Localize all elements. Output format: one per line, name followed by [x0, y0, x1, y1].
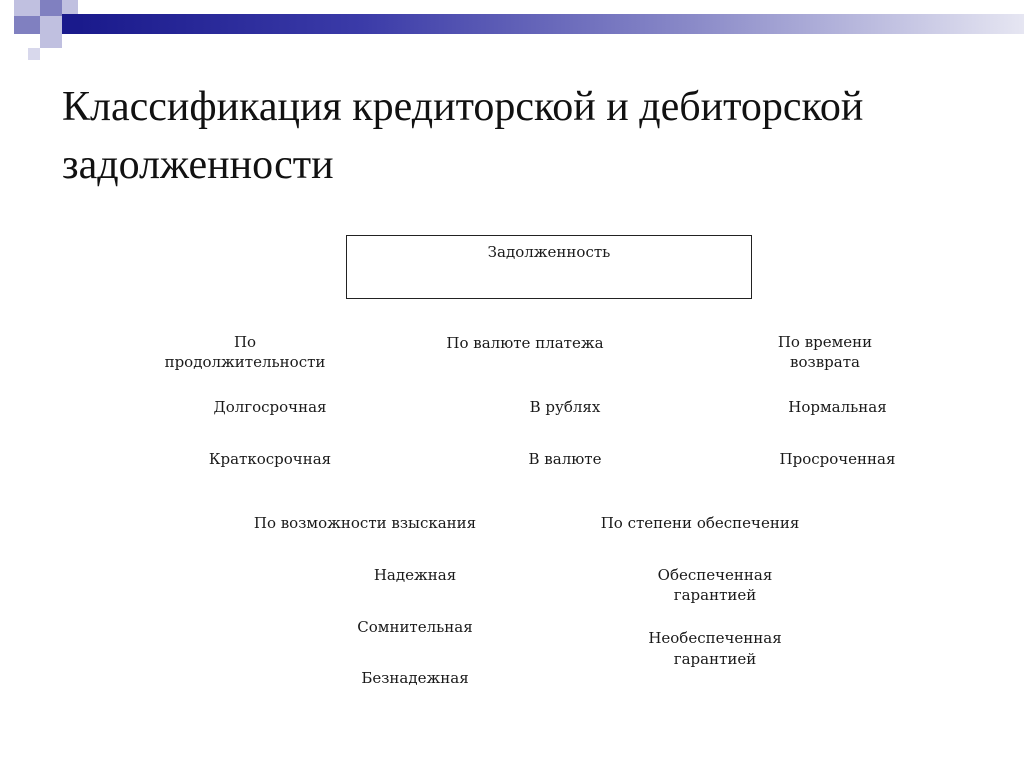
root-node-label: Задолженность: [487, 243, 611, 261]
root-node-box: Задолженность: [346, 235, 752, 299]
item-reliable: Надежная: [373, 566, 457, 584]
slide-title: Классификация кредиторской и дебиторской…: [62, 84, 864, 188]
header-band: [78, 14, 1024, 34]
item-long-term: Долгосрочная: [213, 398, 327, 416]
decorative-square: [40, 34, 62, 48]
group-heading-currency: По валюте платежа: [446, 334, 604, 352]
item-normal: Нормальная: [788, 398, 887, 416]
item-rubles: В рублях: [529, 398, 601, 416]
decorative-square: [40, 0, 62, 16]
item-secured-line1: Обеспеченная: [657, 566, 773, 584]
decorative-square: [14, 16, 40, 34]
item-unsecured-line2: гарантией: [673, 650, 757, 668]
decorative-square: [62, 14, 78, 34]
group-heading-collectability: По возможности взыскания: [253, 514, 477, 532]
item-doubtful: Сомнительная: [357, 618, 473, 636]
item-hopeless: Безнадежная: [361, 669, 469, 687]
item-short-term: Краткосрочная: [208, 450, 332, 468]
decorative-square: [62, 0, 78, 14]
item-unsecured-line1: Необеспеченная: [648, 629, 782, 647]
decorative-square: [28, 48, 40, 60]
item-secured-line2: гарантией: [673, 586, 757, 604]
item-foreign-currency: В валюте: [528, 450, 602, 468]
group-heading-duration-line2: продолжительности: [164, 353, 326, 371]
item-overdue: Просроченная: [779, 450, 896, 468]
decorative-square: [40, 16, 62, 34]
group-heading-duration-line1: По: [233, 333, 257, 351]
decorative-square: [14, 0, 40, 16]
group-heading-return-time-line1: По времени: [777, 333, 873, 351]
group-heading-return-time-line2: возврата: [790, 353, 860, 371]
group-heading-security: По степени обеспечения: [600, 514, 800, 532]
